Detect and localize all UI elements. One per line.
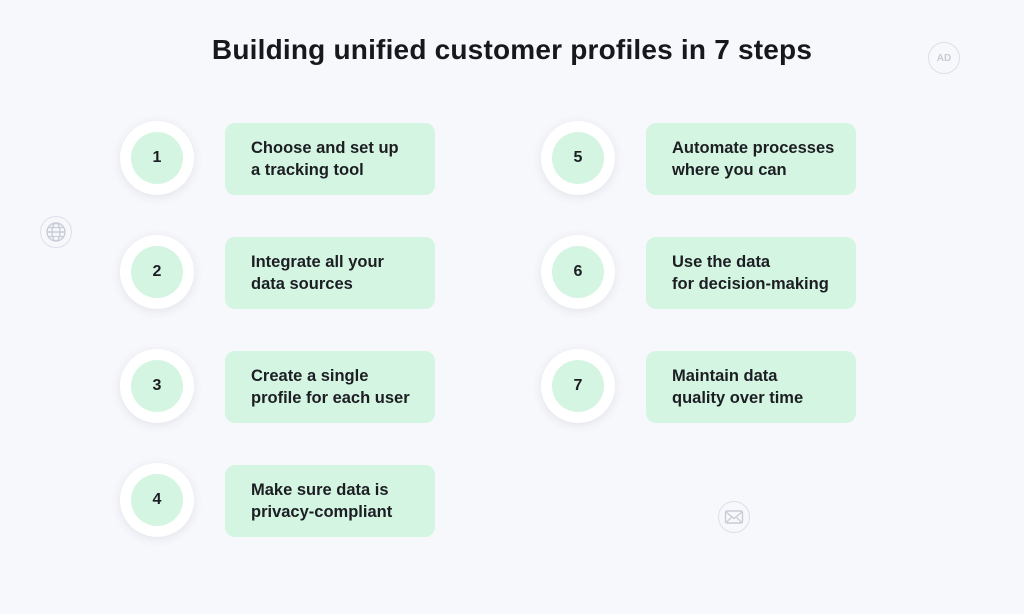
step-2: 2 Integrate all your data sources <box>120 234 440 310</box>
step-label: Maintain data quality over time <box>672 367 804 407</box>
step-4: 4 Make sure data is privacy-compliant <box>120 462 440 538</box>
step-number-circle: 6 <box>541 235 615 309</box>
step-label: Use the data for decision-making <box>672 253 829 293</box>
step-label-box: Create a single profile for each user <box>225 351 435 423</box>
step-label: Make sure data is privacy-compliant <box>251 481 393 521</box>
step-number-circle: 4 <box>120 463 194 537</box>
step-number: 1 <box>131 132 183 184</box>
step-3: 3 Create a single profile for each user <box>120 348 440 424</box>
step-label-box: Use the data for decision-making <box>646 237 856 309</box>
step-number: 2 <box>131 246 183 298</box>
globe-icon <box>40 216 72 248</box>
ad-badge-icon: AD <box>928 42 960 74</box>
step-number: 5 <box>552 132 604 184</box>
step-number-circle: 7 <box>541 349 615 423</box>
step-number-circle: 2 <box>120 235 194 309</box>
step-number: 4 <box>131 474 183 526</box>
step-number-circle: 3 <box>120 349 194 423</box>
envelope-icon <box>718 501 750 533</box>
step-label: Integrate all your data sources <box>251 253 384 293</box>
step-label: Create a single profile for each user <box>251 367 410 407</box>
step-label-box: Maintain data quality over time <box>646 351 856 423</box>
step-label: Automate processes where you can <box>672 139 835 179</box>
step-label: Choose and set up a tracking tool <box>251 139 399 179</box>
step-6: 6 Use the data for decision-making <box>541 234 861 310</box>
step-number: 6 <box>552 246 604 298</box>
step-number-circle: 5 <box>541 121 615 195</box>
step-number: 3 <box>131 360 183 412</box>
step-7: 7 Maintain data quality over time <box>541 348 861 424</box>
page-title: Building unified customer profiles in 7 … <box>211 34 813 65</box>
step-number: 7 <box>552 360 604 412</box>
step-label-box: Choose and set up a tracking tool <box>225 123 435 195</box>
step-5: 5 Automate processes where you can <box>541 120 861 196</box>
step-number-circle: 1 <box>120 121 194 195</box>
step-label-box: Automate processes where you can <box>646 123 856 195</box>
step-1: 1 Choose and set up a tracking tool <box>120 120 440 196</box>
step-label-box: Make sure data is privacy-compliant <box>225 465 435 537</box>
step-label-box: Integrate all your data sources <box>225 237 435 309</box>
